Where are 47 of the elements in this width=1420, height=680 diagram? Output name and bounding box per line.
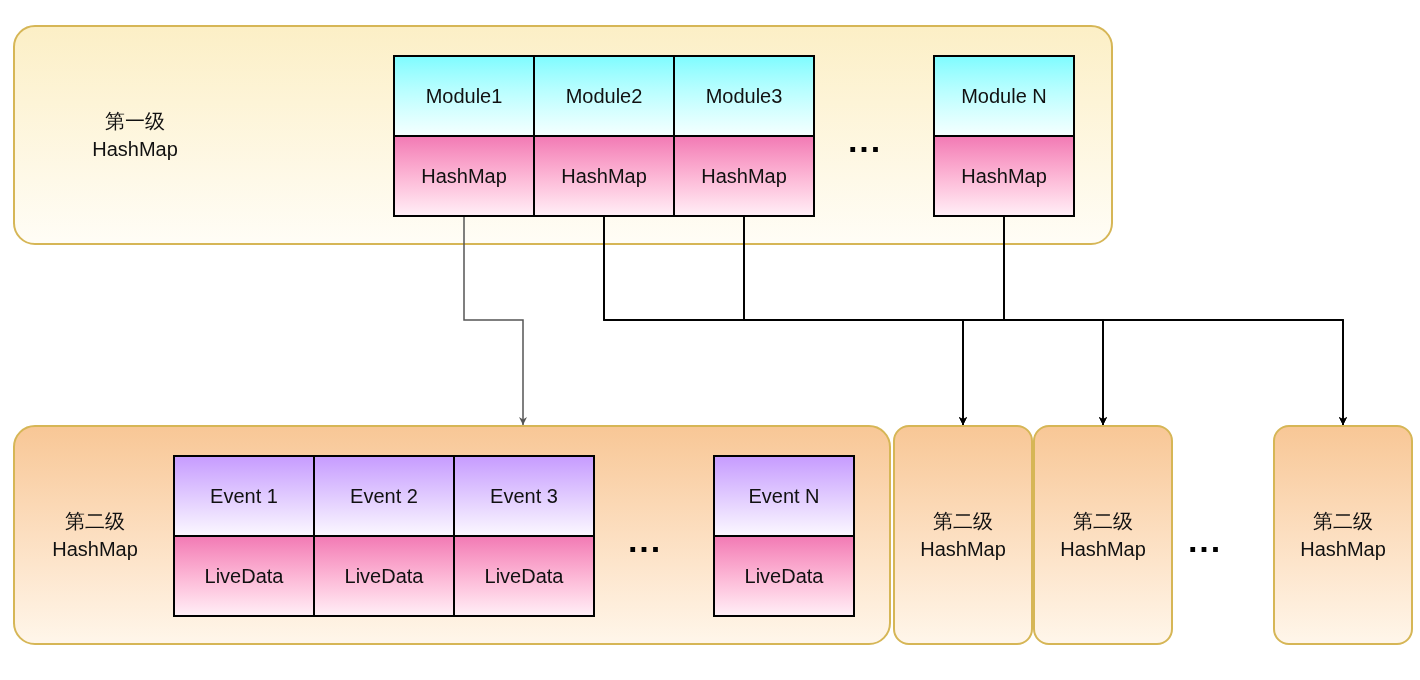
level-two-box: [1273, 425, 1413, 645]
connector-arrow: [463, 216, 527, 426]
cell-text: LiveData: [484, 564, 564, 589]
cell-text: Module1: [425, 84, 503, 109]
value-cell: [173, 535, 315, 617]
ellipsis-mark: ···: [628, 532, 662, 566]
cell-text: Event 2: [350, 484, 418, 509]
value-cell: [673, 135, 815, 217]
level-one-container: [13, 25, 1113, 245]
connector-arrow: [1003, 216, 1347, 426]
cell-text: Event 1: [210, 484, 278, 509]
cell-text: Module N: [961, 84, 1047, 109]
cell-text: HashMap: [701, 164, 787, 189]
key-cell: [933, 55, 1075, 137]
value-cell: [453, 535, 595, 617]
key-cell: [393, 55, 535, 137]
cell-text: 第二级 HashMap: [51, 509, 139, 562]
cell-text: LiveData: [744, 564, 824, 589]
cell-text: 第二级 HashMap: [919, 509, 1007, 562]
ellipsis-mark: ···: [1188, 532, 1222, 566]
level-two-box: [1033, 425, 1173, 645]
key-cell: [453, 455, 595, 537]
cell-text: 第二级 HashMap: [1059, 509, 1147, 562]
value-cell: [313, 535, 455, 617]
level-two-box: [893, 425, 1033, 645]
key-cell: [313, 455, 455, 537]
value-cell: [933, 135, 1075, 217]
value-cell: [713, 535, 855, 617]
cell-text: Module3: [705, 84, 783, 109]
value-cell: [533, 135, 675, 217]
cell-text: LiveData: [344, 564, 424, 589]
cell-text: 第二级 HashMap: [1299, 509, 1387, 562]
key-cell: [533, 55, 675, 137]
cell-text: 第一级 HashMap: [91, 109, 179, 162]
value-cell: [393, 135, 535, 217]
cell-text: Module2: [565, 84, 643, 109]
cell-text: Event N: [748, 484, 820, 509]
ellipsis-mark: ···: [848, 132, 882, 166]
cell-text: HashMap: [561, 164, 647, 189]
cell-text: HashMap: [421, 164, 507, 189]
key-cell: [173, 455, 315, 537]
key-cell: [673, 55, 815, 137]
key-cell: [713, 455, 855, 537]
cell-text: HashMap: [961, 164, 1047, 189]
cell-text: Event 3: [490, 484, 558, 509]
cell-text: LiveData: [204, 564, 284, 589]
level-two-container: [13, 425, 891, 645]
